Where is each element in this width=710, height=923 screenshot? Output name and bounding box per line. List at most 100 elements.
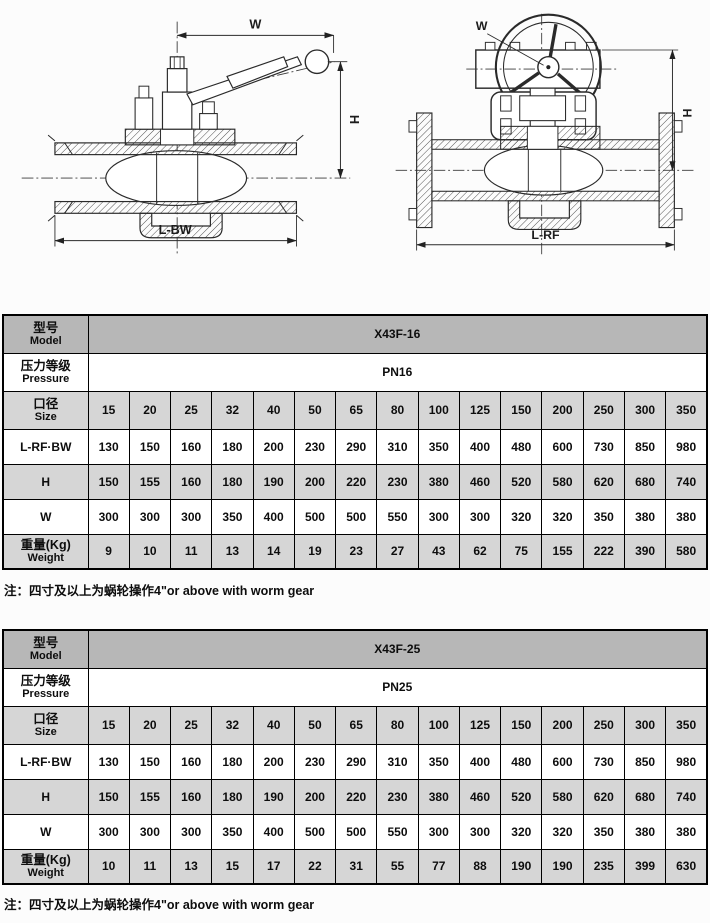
spec-value: 380 [665,813,708,850]
spec-value: 55 [376,848,419,885]
spec-value: 310 [376,428,419,465]
handwheel-spoke [548,23,558,57]
size-value: 350 [665,390,708,430]
spec-value: 180 [211,428,254,465]
spec-value: 320 [541,498,584,535]
size-value: 350 [665,705,708,745]
spec-value: 220 [335,778,378,815]
stem-housing [161,91,193,130]
spec-value: 190 [252,778,295,815]
spec-value: 27 [376,533,419,570]
spec-value: 77 [417,848,460,885]
spec-value: 850 [623,428,667,465]
spec-value: 160 [170,463,213,500]
worm-gear-note-2: 注：四寸及以上为蜗轮操作4"or above with worm gear [4,898,315,912]
mount-block-left [134,97,154,130]
spec-value: 380 [665,498,708,535]
size-value: 65 [335,705,378,745]
size-value: 100 [417,705,460,745]
spec-value: 300 [128,813,172,850]
spec-value: 17 [252,848,295,885]
size-value: 250 [582,390,625,430]
model-value: X43F-16 [87,314,708,354]
spec-value: 740 [665,778,708,815]
spec-value: 11 [170,533,213,570]
spec-value: 680 [623,778,667,815]
spec-value: 300 [170,498,213,535]
flange-bolt [673,207,683,221]
gearbox-bolt [565,41,576,51]
spec-value: 155 [128,463,172,500]
size-value: 40 [252,390,295,430]
spec-value: 88 [458,848,502,885]
spec-value: 290 [335,428,378,465]
size-value: 25 [170,390,213,430]
handwheel-hub-center [546,65,551,70]
flange-bolt [408,120,418,133]
spec-value: 23 [335,533,378,570]
spec-value: 620 [582,778,625,815]
size-value: 250 [582,705,625,745]
dim-label-w: W [476,19,488,33]
dim-label-lrf: L-RF [531,228,560,242]
size-value: 125 [458,390,502,430]
spec-value: 580 [541,463,584,500]
spec-value: 11 [128,848,172,885]
dim-label-h: H [680,109,694,118]
spec-value: 300 [170,813,213,850]
size-value: 50 [293,705,337,745]
spec-value: 400 [252,813,295,850]
stem-adapter [519,95,567,122]
spec-value: 480 [500,428,543,465]
spec-value: 500 [293,813,337,850]
spec-value: 550 [376,813,419,850]
spec-value: 235 [582,848,625,885]
spec-value: 19 [293,533,337,570]
spec-value: 380 [417,778,460,815]
spec-value: 190 [541,848,584,885]
mount-stud-left [138,85,150,99]
size-value: 150 [500,705,543,745]
spec-value: 150 [87,463,130,500]
spec-value: 43 [417,533,460,570]
size-value: 15 [87,705,130,745]
spec-value: 300 [458,813,502,850]
row-label-length: L-RF·BW [2,428,89,465]
spec-value: 13 [211,533,254,570]
spec-value: 130 [87,428,130,465]
spec-value: 200 [293,778,337,815]
bracket-bolt [574,95,587,112]
spec-value: 62 [458,533,502,570]
spec-value: 350 [211,813,254,850]
row-label-w: W [2,498,89,535]
spec-value: 460 [458,463,502,500]
stem-nut [169,56,185,70]
spec-value: 230 [376,463,419,500]
spec-value: 300 [458,498,502,535]
spec-value: 200 [293,463,337,500]
spec-value: 190 [252,463,295,500]
size-value: 40 [252,705,295,745]
spec-value: 155 [128,778,172,815]
spec-value: 350 [417,743,460,780]
spec-value: 380 [623,498,667,535]
valve-drawing-worm-gear: W H L-RF [395,13,696,255]
pressure-value: PN16 [87,352,708,392]
spec-value: 320 [541,813,584,850]
spec-value: 580 [541,778,584,815]
spec-value: 620 [582,463,625,500]
spec-value: 580 [665,533,708,570]
row-label-w: W [2,813,89,850]
gland-right [199,113,218,130]
spec-value: 980 [665,428,708,465]
spec-value: 980 [665,743,708,780]
size-value: 50 [293,390,337,430]
size-value: 32 [211,390,254,430]
stem-upper [166,67,188,93]
spec-value: 300 [87,498,130,535]
body-bottom-wall [54,200,298,214]
